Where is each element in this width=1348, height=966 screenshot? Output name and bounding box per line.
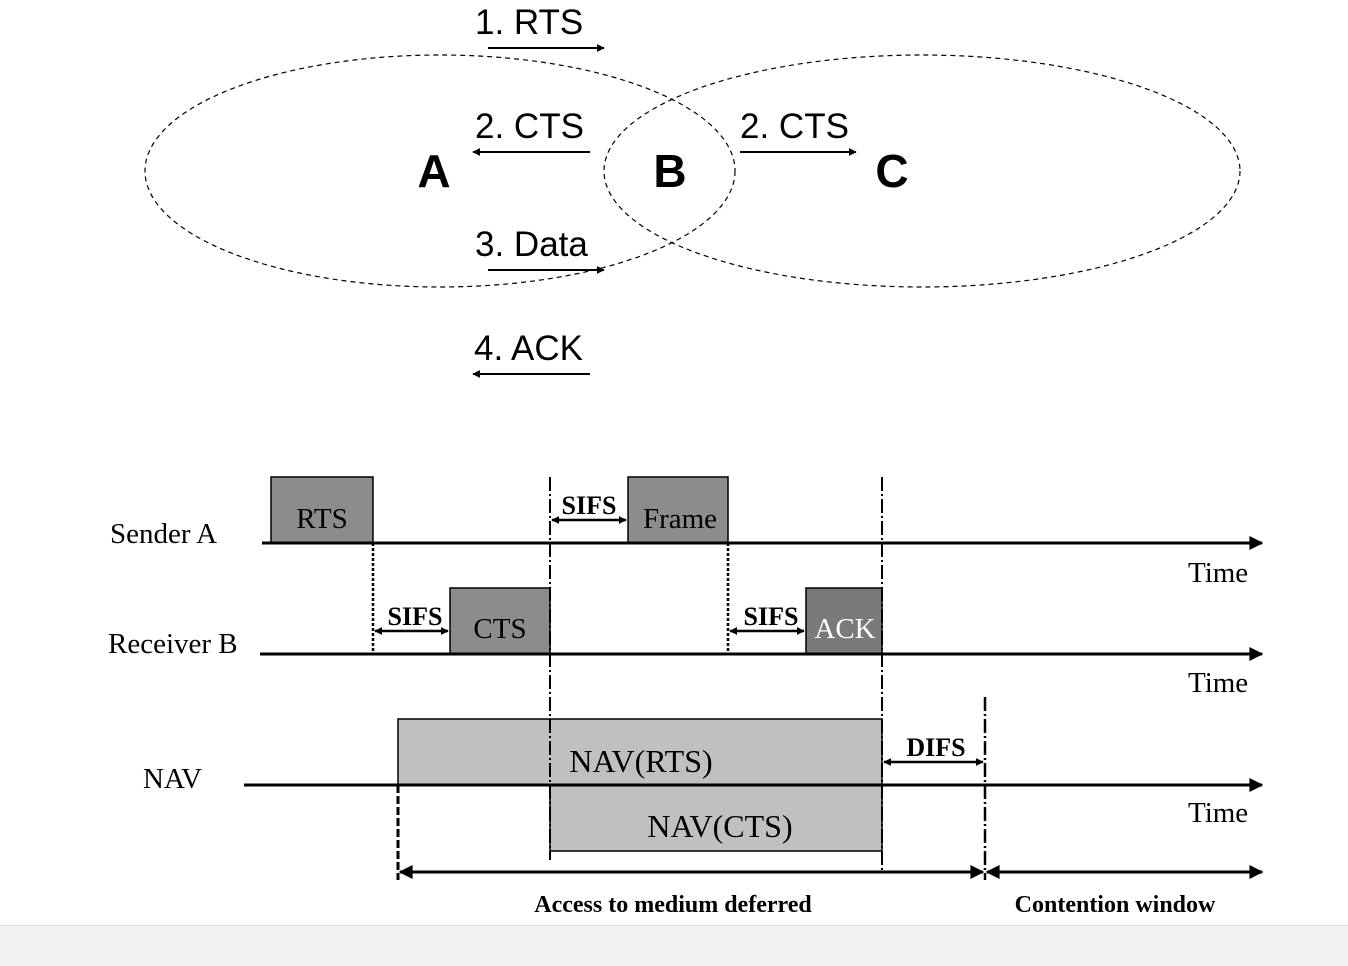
nav-rts-bar: [397, 718, 883, 786]
nav-rts-label: NAV(RTS): [569, 743, 712, 779]
row-label-sender: Sender A: [110, 518, 217, 550]
msg-ack-label: 4. ACK: [474, 329, 583, 368]
range-ellipse-c: [603, 54, 1241, 288]
msg-cts-right-label: 2. CTS: [740, 107, 849, 146]
sender-time-label: Time: [1188, 557, 1248, 589]
ack-frame: [805, 587, 883, 655]
timing-diagram: Sender A Receiver B NAV NAV(RTS) NAV(CTS…: [108, 476, 1264, 918]
node-c: C: [875, 145, 908, 197]
node-b: B: [653, 145, 686, 197]
receiver-time-label: Time: [1188, 667, 1248, 699]
nav-cts-label: NAV(CTS): [647, 808, 792, 844]
range-ellipse-a: [144, 54, 736, 288]
cts-frame: [449, 587, 551, 655]
sifs-label-1: SIFS: [562, 491, 617, 520]
cts-frame-label: CTS: [473, 613, 526, 645]
contention-span-label: Contention window: [1015, 892, 1216, 918]
footer-strip: [0, 925, 1348, 966]
difs-label: DIFS: [906, 733, 965, 762]
ack-frame-label: ACK: [814, 613, 875, 645]
data-frame-label: Frame: [643, 503, 717, 535]
rts-cts-diagram: A B C 1. RTS 2. CTS 2. CTS 3. Data 4. AC…: [108, 3, 1264, 918]
node-a: A: [417, 145, 450, 197]
rts-frame: [270, 476, 374, 544]
network-topology: A B C 1. RTS 2. CTS 2. CTS 3. Data 4. AC…: [144, 3, 1241, 378]
msg-cts-left-label: 2. CTS: [475, 107, 584, 146]
msg-data-label: 3. Data: [475, 225, 588, 264]
msg-rts-label: 1. RTS: [475, 3, 583, 42]
sifs-label-2: SIFS: [388, 602, 443, 631]
deferred-span-label: Access to medium deferred: [534, 892, 812, 918]
row-label-nav: NAV: [143, 763, 202, 795]
rts-frame-label: RTS: [296, 503, 347, 535]
sifs-label-3: SIFS: [744, 602, 799, 631]
row-label-receiver: Receiver B: [108, 628, 238, 660]
nav-time-label: Time: [1188, 797, 1248, 829]
